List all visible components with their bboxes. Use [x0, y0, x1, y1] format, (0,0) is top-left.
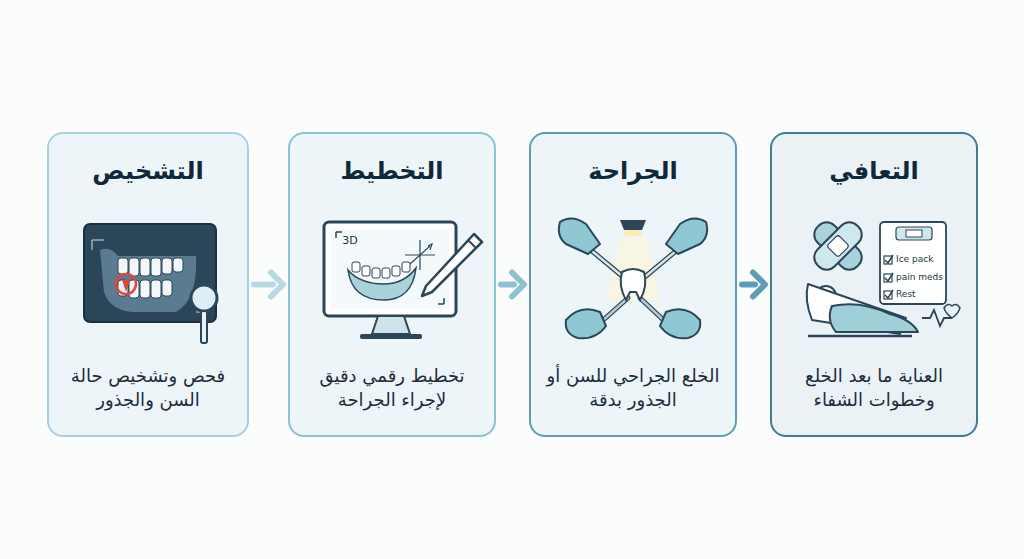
illustration-label: ? [198, 231, 210, 253]
step-description: فحص وتشخيص حالة السن والجذور [59, 364, 237, 413]
step-title: التعافي [782, 156, 966, 186]
flow-arrow [254, 273, 283, 297]
step-box: التخطيط تخطيط رقمي دقيق لإجراء الجراحة [288, 132, 496, 437]
step-box: التشخيص فحص وتشخيص حالة السن والجذور [47, 132, 249, 437]
step-description: العناية ما بعد الخلع وخطوات الشفاء [782, 364, 966, 413]
step-title: الجراحة [541, 156, 725, 186]
flow-arrow [742, 273, 765, 297]
step-title: التشخيص [59, 156, 237, 186]
step-box: التعافي العناية ما بعد الخلع وخطوات الشفا… [770, 132, 978, 437]
illustration-label: pain meds [896, 273, 943, 283]
illustration-label: Rest [896, 290, 916, 300]
flow-arrow [501, 273, 524, 297]
step-box: الجراحة الخلع الجراحي للسن أو الجذور بدقة [529, 132, 737, 437]
illustration-label: Ice pack [896, 255, 933, 265]
step-description: تخطيط رقمي دقيق لإجراء الجراحة [300, 364, 484, 413]
step-description: الخلع الجراحي للسن أو الجذور بدقة [541, 364, 725, 413]
step-title: التخطيط [300, 156, 484, 186]
illustration-label: 3D [342, 235, 357, 247]
